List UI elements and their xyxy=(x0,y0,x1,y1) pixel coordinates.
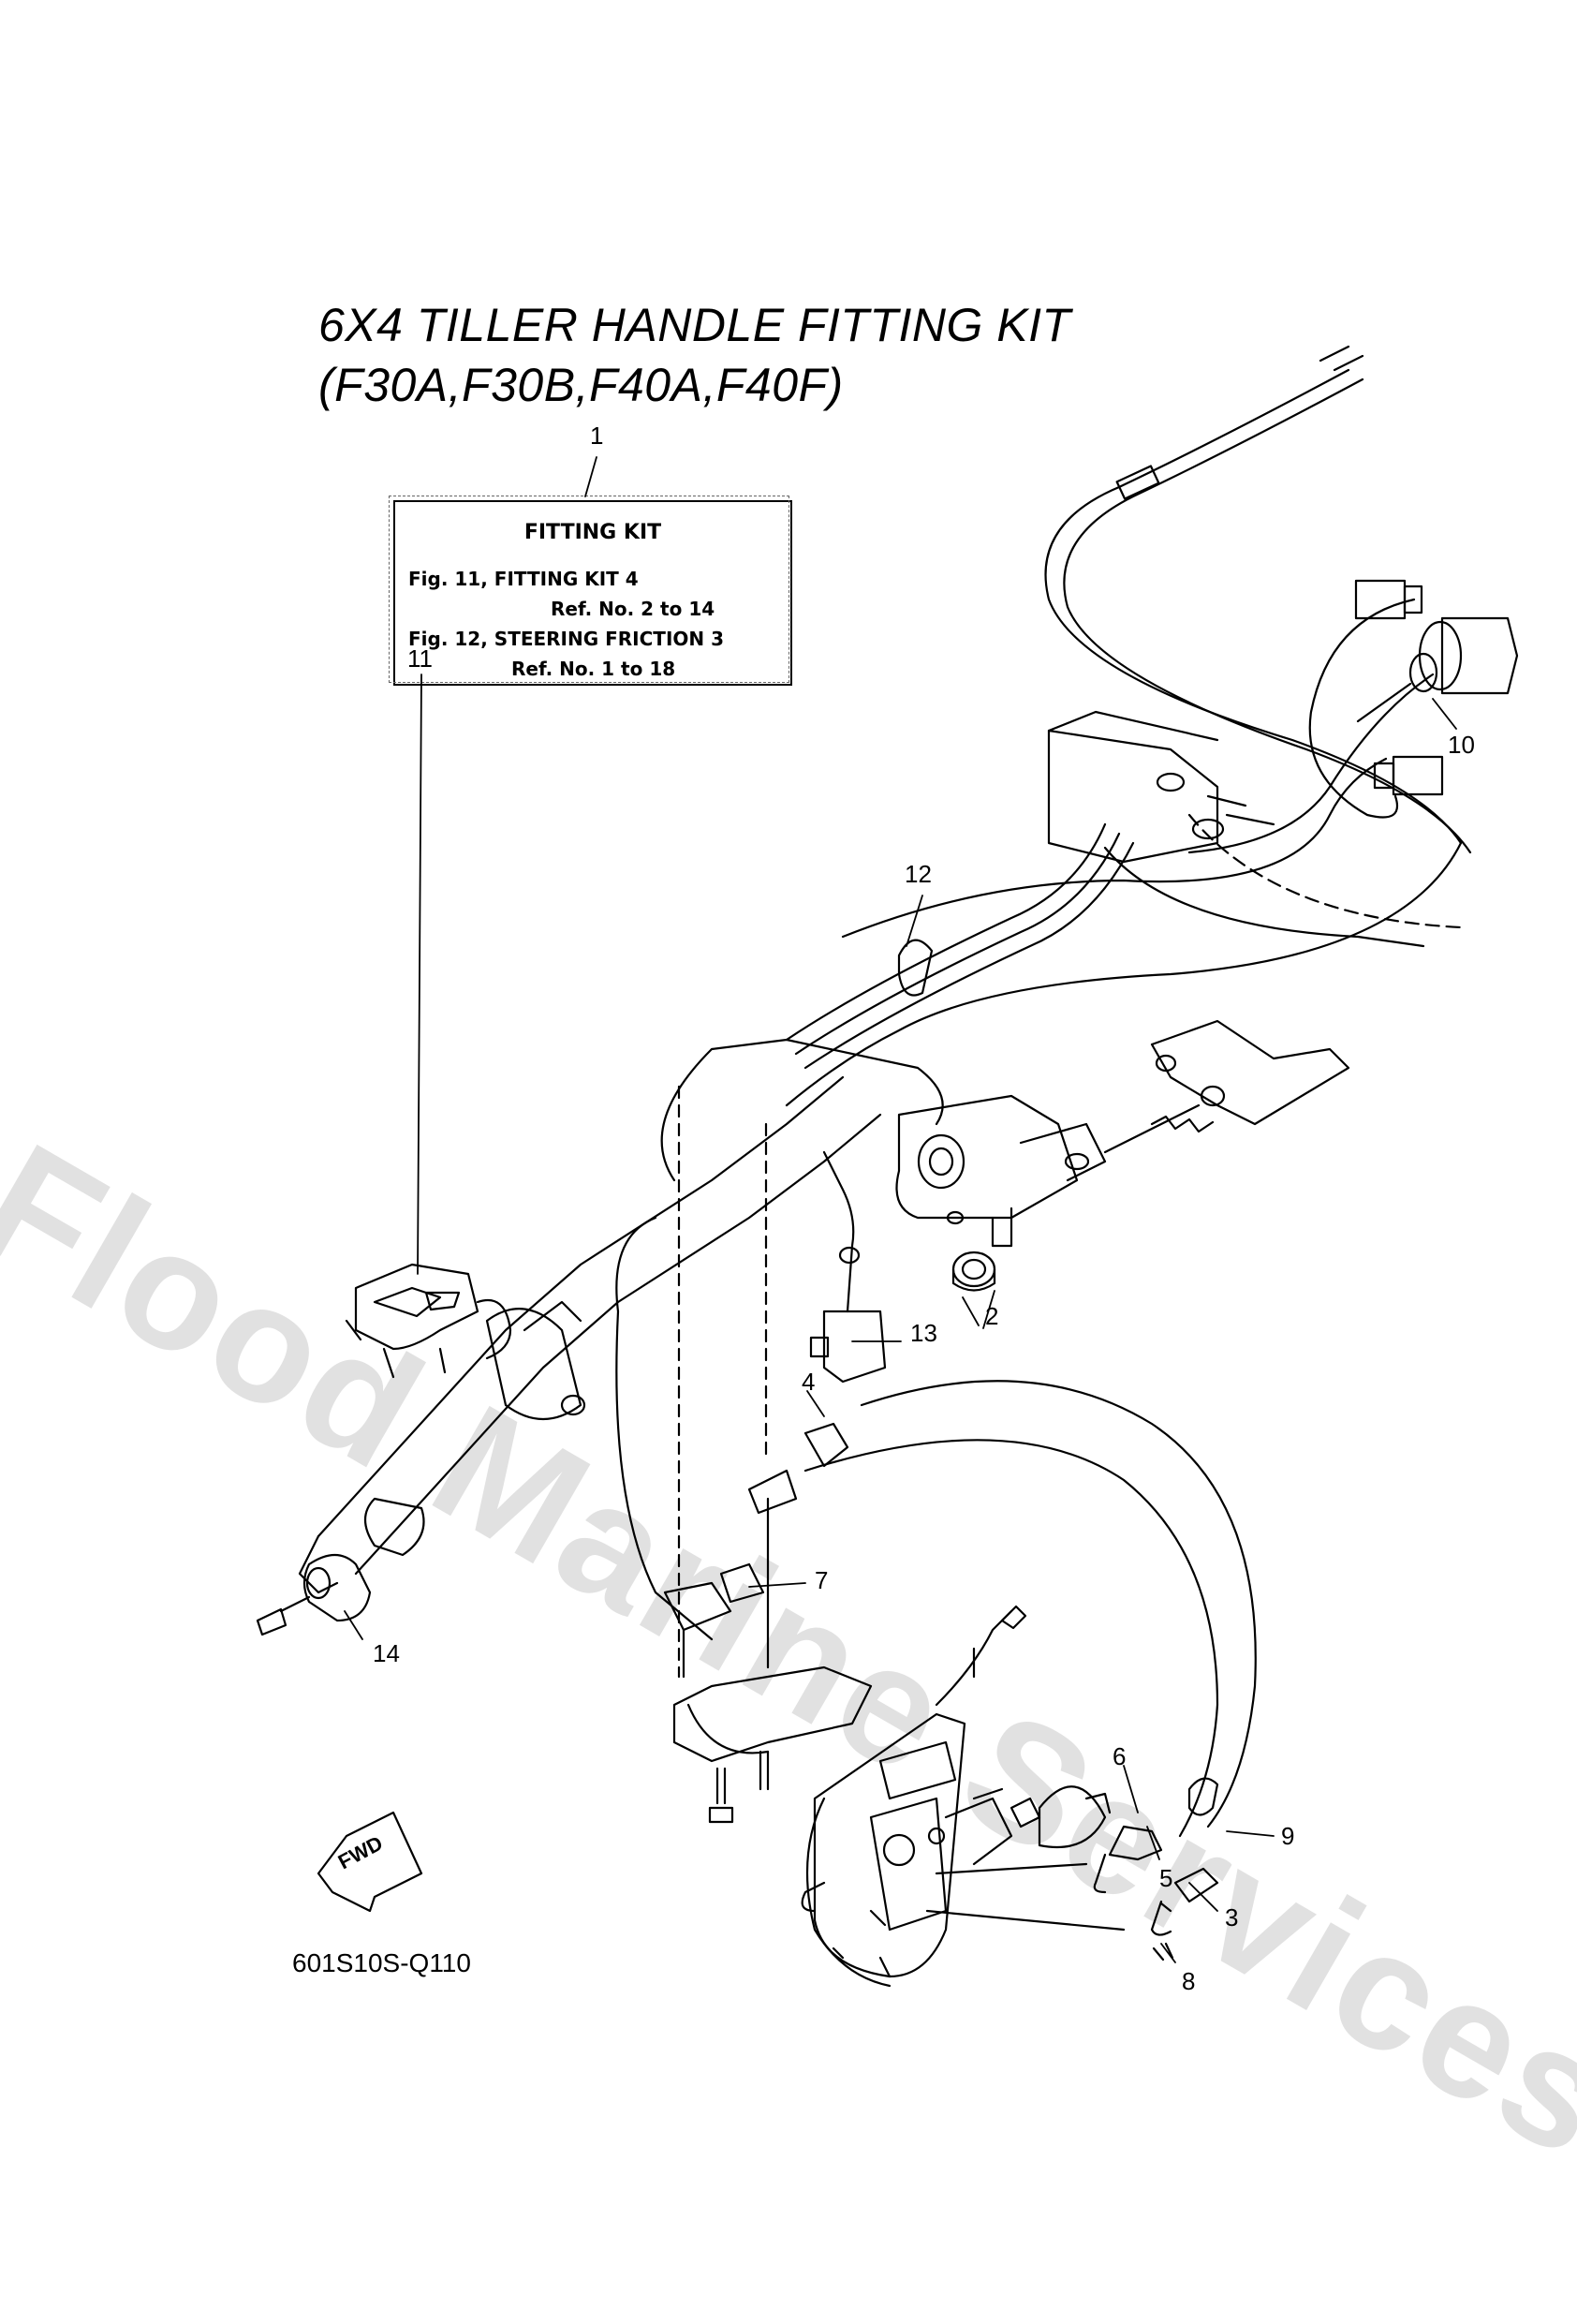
control-box xyxy=(801,1605,1126,1988)
kit-line: Fig. 11, FITTING KIT 4 xyxy=(408,568,639,590)
callout-3: 3 xyxy=(1225,1903,1239,1932)
cable-ends xyxy=(1093,1777,1219,1961)
figure-code: 601S10S-Q110 xyxy=(292,1948,471,1977)
leader-lines xyxy=(344,456,1457,1963)
callout-13: 13 xyxy=(910,1319,937,1347)
kit-heading: FITTING KIT xyxy=(523,521,662,544)
callout-4: 4 xyxy=(802,1368,816,1396)
connector-13 xyxy=(809,1150,887,1384)
page-title: 6X4 TILLER HANDLE FITTING KIT xyxy=(318,299,1071,351)
page-subtitle: (F30A,F30B,F40A,F40F) xyxy=(318,359,844,411)
callout-1: 1 xyxy=(590,422,604,450)
callout-9: 9 xyxy=(1281,1822,1295,1850)
throttle-cable-loop xyxy=(803,1380,1257,1838)
throttle-shift-cables xyxy=(785,345,1472,1107)
grip-cap-14 xyxy=(256,1553,372,1636)
kit-line: Ref. No. 1 to 18 xyxy=(511,658,676,680)
callout-12: 12 xyxy=(905,860,932,888)
callout-6: 6 xyxy=(1113,1742,1127,1770)
kit-line: Fig. 12, STEERING FRICTION 3 xyxy=(408,628,725,650)
kit-line: Ref. No. 2 to 14 xyxy=(551,598,715,620)
wire-harness xyxy=(841,579,1444,939)
callout-8: 8 xyxy=(1182,1967,1196,1995)
callout-5: 5 xyxy=(1159,1864,1173,1892)
cable-clamps xyxy=(663,1085,873,1824)
nut-2 xyxy=(951,1251,996,1292)
fitting-kit-box: FITTING KIT Fig. 11, FITTING KIT 4 Ref. … xyxy=(393,500,792,686)
stop-switch-11 xyxy=(345,1263,512,1379)
tiller-handle xyxy=(298,1038,944,1641)
steering-bracket xyxy=(895,1019,1350,1248)
cable-band-12 xyxy=(785,822,1135,1070)
callout-14: 14 xyxy=(373,1639,400,1667)
fwd-arrow xyxy=(317,1811,423,1913)
callout-11: 11 xyxy=(407,644,433,673)
callout-2: 2 xyxy=(985,1302,999,1330)
callout-7: 7 xyxy=(815,1566,829,1594)
main-connector-10 xyxy=(1356,616,1519,723)
callout-10: 10 xyxy=(1448,731,1475,759)
upper-bracket xyxy=(1047,710,1463,948)
